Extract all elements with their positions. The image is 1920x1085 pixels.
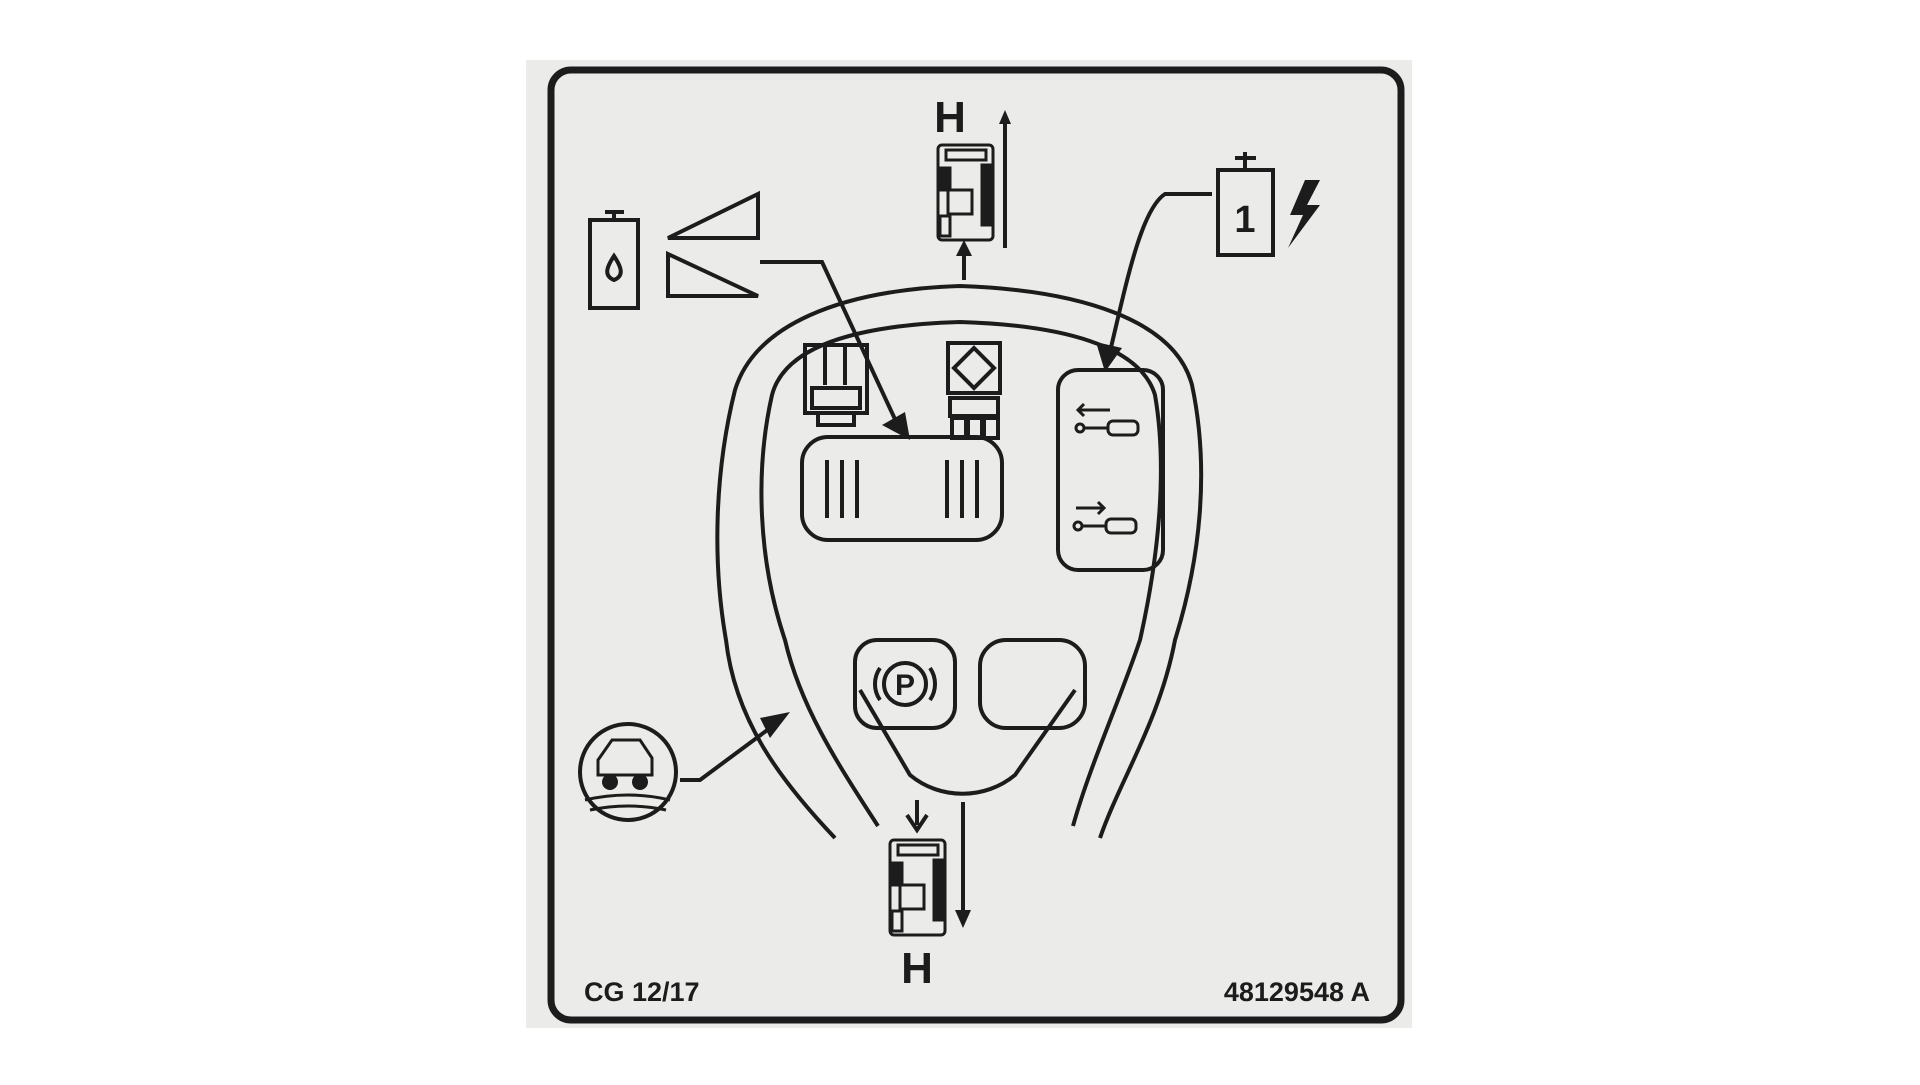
battery-number: 1 — [1234, 199, 1255, 241]
cylinder-retract-icon — [1074, 402, 1140, 437]
down-arrow-icon — [905, 800, 929, 834]
parking-brake-button[interactable] — [853, 638, 957, 730]
callout-arrowheads — [760, 110, 1122, 928]
part-number: 48129548 A — [1224, 977, 1370, 1007]
blank-button-icon[interactable] — [978, 638, 1087, 730]
machine-reverse-icon — [888, 838, 947, 937]
machine-forward-icon — [936, 143, 995, 242]
rocker-switch-button[interactable] — [800, 435, 1004, 542]
top-direction-label: H — [934, 93, 966, 142]
up-arrow-icon — [956, 240, 972, 256]
lightning-icon — [1288, 180, 1320, 248]
cylinder-switch-button[interactable] — [1056, 368, 1165, 572]
decal-background — [526, 60, 1412, 1028]
callout-arrows — [680, 120, 1212, 910]
loader-circle-icon — [578, 722, 678, 822]
hydraulic-reservoir-icon — [588, 210, 640, 310]
joystick-handle-icon — [715, 283, 1204, 840]
cylinder-extend-icon — [1072, 500, 1138, 535]
lift-arm-wedge-icon — [666, 190, 760, 298]
parking-brake-letter: P — [895, 669, 915, 702]
control-panel-icon — [803, 343, 869, 427]
parking-brake-icon: P — [872, 661, 938, 707]
decal-border — [547, 66, 1405, 1024]
bottom-direction-label: H — [901, 944, 933, 993]
battery-isolator-icon — [1216, 152, 1275, 257]
bottom-left-code: CG 12/17 — [584, 977, 700, 1007]
